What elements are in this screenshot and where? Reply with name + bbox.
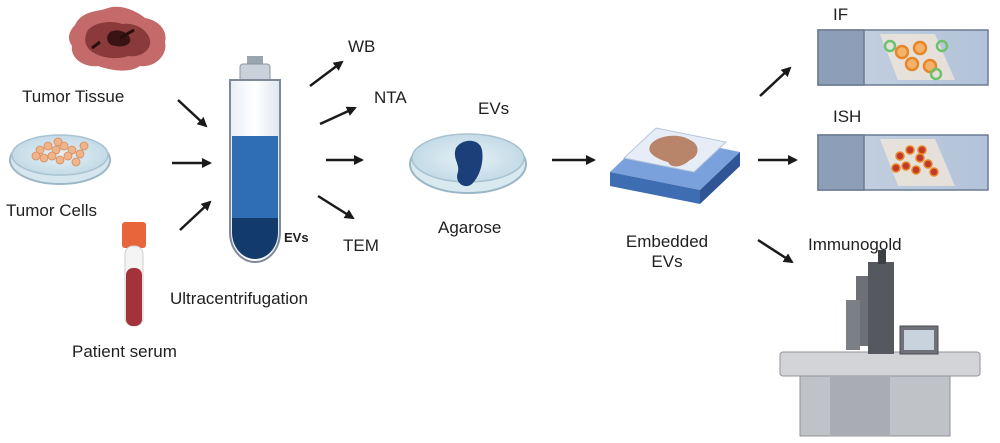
embedded-block-icon bbox=[610, 127, 740, 204]
electron-microscope-icon bbox=[779, 250, 981, 437]
arrows bbox=[172, 60, 798, 264]
ish-slide-icon bbox=[817, 134, 989, 191]
tumor-cells-dish-icon bbox=[9, 134, 111, 185]
ultracentrifugation-label: Ultracentrifugation bbox=[170, 289, 308, 308]
immunogold-label: Immunogold bbox=[808, 235, 902, 254]
arrow-block-to-immunogold bbox=[757, 238, 794, 264]
embedded-label-line2: EVs bbox=[651, 251, 683, 271]
if-label: IF bbox=[833, 5, 849, 24]
blood-tube-icon bbox=[122, 222, 146, 327]
agarose-dish-icon bbox=[409, 133, 527, 194]
tumor-cells-label: Tumor Cells bbox=[6, 201, 97, 220]
arrow-serum-to-tube bbox=[179, 200, 212, 231]
arrow-to-wb bbox=[309, 60, 344, 87]
arrow-tissue-to-tube bbox=[177, 99, 208, 128]
tumor-tissue-label: Tumor Tissue bbox=[22, 87, 125, 106]
tube-evs-label: EVs bbox=[284, 230, 309, 245]
wb-label: WB bbox=[348, 37, 376, 56]
arrow-to-nta bbox=[319, 106, 357, 126]
agarose-label: Agarose bbox=[438, 218, 502, 237]
tem-label: TEM bbox=[343, 236, 379, 255]
ish-label: ISH bbox=[833, 107, 862, 126]
if-slide-icon bbox=[817, 29, 989, 86]
embedded-evs-label: Embedded EVs bbox=[612, 232, 722, 271]
tumor-tissue-icon bbox=[68, 6, 166, 71]
embedded-label-line1: Embedded bbox=[625, 232, 709, 251]
agarose-evs-label: EVs bbox=[478, 99, 510, 118]
nta-label: NTA bbox=[374, 88, 407, 107]
centrifuge-tube-icon bbox=[229, 56, 281, 264]
arrow-block-to-if bbox=[759, 66, 792, 97]
arrow-to-tem bbox=[317, 194, 355, 220]
patient-serum-label: Patient serum bbox=[72, 342, 177, 361]
